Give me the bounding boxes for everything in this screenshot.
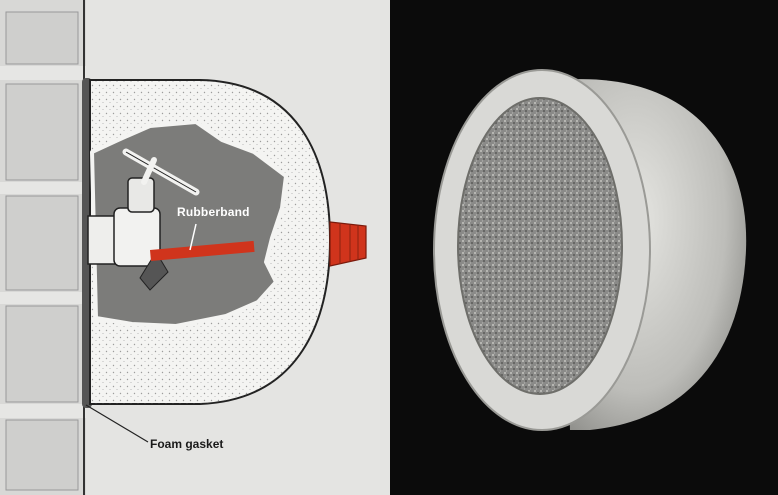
rubberband-label: Rubberband [177,205,250,219]
foam-gasket-label: Foam gasket [150,437,223,451]
cutaway-drawing [0,0,390,495]
brick-wall [0,0,86,495]
red-nozzle [330,222,366,266]
foam-lining [458,98,622,394]
cover-photo-drawing [390,0,778,495]
cover-photo [390,0,778,495]
cutaway-illustration: Rubberband Foam gasket [0,0,390,495]
foam-gasket-leader-line [86,405,148,442]
